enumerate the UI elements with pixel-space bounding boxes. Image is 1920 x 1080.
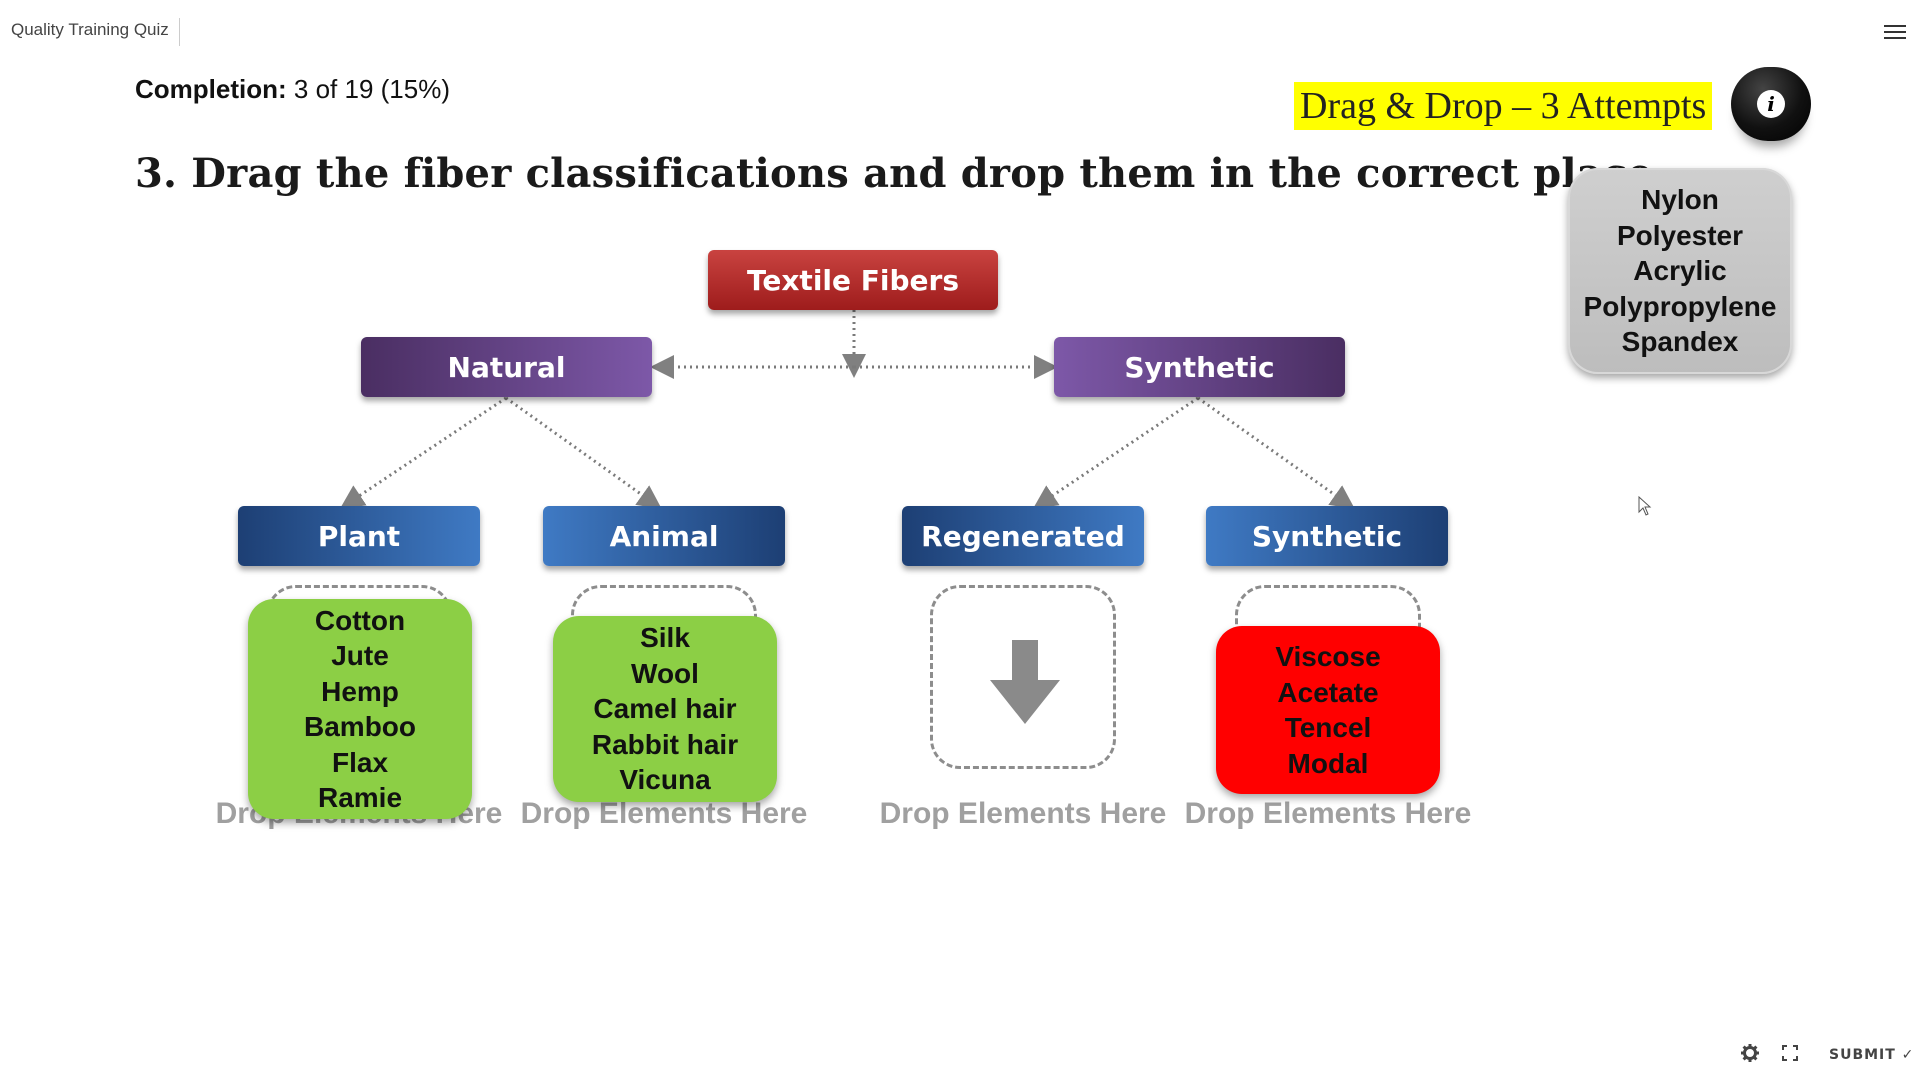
drop-zone-label: Drop Elements Here bbox=[520, 797, 808, 830]
drop-zone-outline bbox=[930, 585, 1116, 769]
submit-button[interactable]: SUBMIT ✓ bbox=[1829, 1047, 1915, 1063]
answer-item: Vicuna bbox=[619, 764, 711, 796]
answer-item: Wool bbox=[631, 657, 699, 689]
node-animal: Animal bbox=[543, 506, 785, 566]
answer-item: Jute bbox=[331, 640, 389, 671]
connector-natural-animal bbox=[505, 396, 662, 509]
answer-item: Camel hair bbox=[593, 693, 737, 725]
attempts-banner: Drag & Drop – 3 Attempts bbox=[1294, 82, 1713, 130]
app-title: Quality Training Quiz bbox=[11, 20, 169, 39]
answer-item: Tencel bbox=[1284, 712, 1372, 743]
answer-item: Acetate bbox=[1277, 676, 1379, 708]
connector-synthetic-regenerated bbox=[1033, 396, 1199, 509]
drop-zone-label: Drop Elements Here bbox=[1184, 797, 1472, 830]
answer-item: Silk bbox=[640, 622, 690, 654]
node-synthetic: Synthetic bbox=[1054, 337, 1345, 397]
answer-item: Ramie bbox=[317, 782, 403, 813]
answer-item: Hemp bbox=[321, 675, 399, 707]
node-natural: Natural bbox=[361, 337, 652, 397]
answer-item: Rabbit hair bbox=[591, 728, 739, 760]
answer-card-synthetic[interactable]: Viscose Acetate Tencel Modal bbox=[1216, 626, 1440, 794]
word-bank-item: Nylon bbox=[1641, 184, 1719, 216]
down-arrow-icon bbox=[990, 640, 1060, 724]
top-bar: Quality Training Quiz bbox=[0, 0, 1920, 62]
completion-status: Completion: 3 of 19 (15%) bbox=[135, 74, 450, 105]
info-icon: i bbox=[1757, 90, 1785, 118]
question-text: 3. Drag the fiber classifications and dr… bbox=[135, 150, 1668, 197]
word-bank-card[interactable]: Nylon Polyester Acrylic Polypropylene Sp… bbox=[1568, 168, 1792, 374]
drop-zone-label: Drop Elements Here bbox=[879, 797, 1167, 830]
connector-synthetic-synthetic bbox=[1197, 396, 1355, 509]
completion-value: 3 of 19 (15%) bbox=[293, 74, 450, 104]
menu-icon[interactable] bbox=[1884, 22, 1906, 40]
mouse-cursor-icon bbox=[1638, 496, 1652, 516]
answer-item: Modal bbox=[1287, 747, 1369, 779]
answer-item: Flax bbox=[331, 746, 389, 778]
node-synthetic-sub: Synthetic bbox=[1206, 506, 1448, 566]
word-bank-item: Polyester bbox=[1616, 219, 1744, 251]
answer-item: Cotton bbox=[314, 604, 406, 636]
answer-item: Bamboo bbox=[304, 711, 416, 742]
gear-icon[interactable] bbox=[1741, 1044, 1759, 1062]
answer-card-plant[interactable]: Cotton Jute Hemp Bamboo Flax Ramie bbox=[248, 599, 472, 819]
info-button[interactable]: i bbox=[1731, 67, 1811, 141]
node-textile-fibers: Textile Fibers bbox=[708, 250, 998, 310]
connector-natural-plant bbox=[340, 396, 507, 509]
answer-card-animal[interactable]: Silk Wool Camel hair Rabbit hair Vicuna bbox=[553, 616, 777, 802]
node-plant: Plant bbox=[238, 506, 480, 566]
node-regenerated: Regenerated bbox=[902, 506, 1144, 566]
word-bank-item: Polypropylene bbox=[1583, 290, 1777, 322]
word-bank-item: Spandex bbox=[1621, 326, 1739, 358]
word-bank-item: Acrylic bbox=[1633, 255, 1727, 287]
fullscreen-icon[interactable] bbox=[1782, 1045, 1798, 1061]
title-divider bbox=[179, 18, 180, 46]
completion-label: Completion: bbox=[135, 74, 287, 104]
answer-item: Viscose bbox=[1275, 641, 1381, 672]
